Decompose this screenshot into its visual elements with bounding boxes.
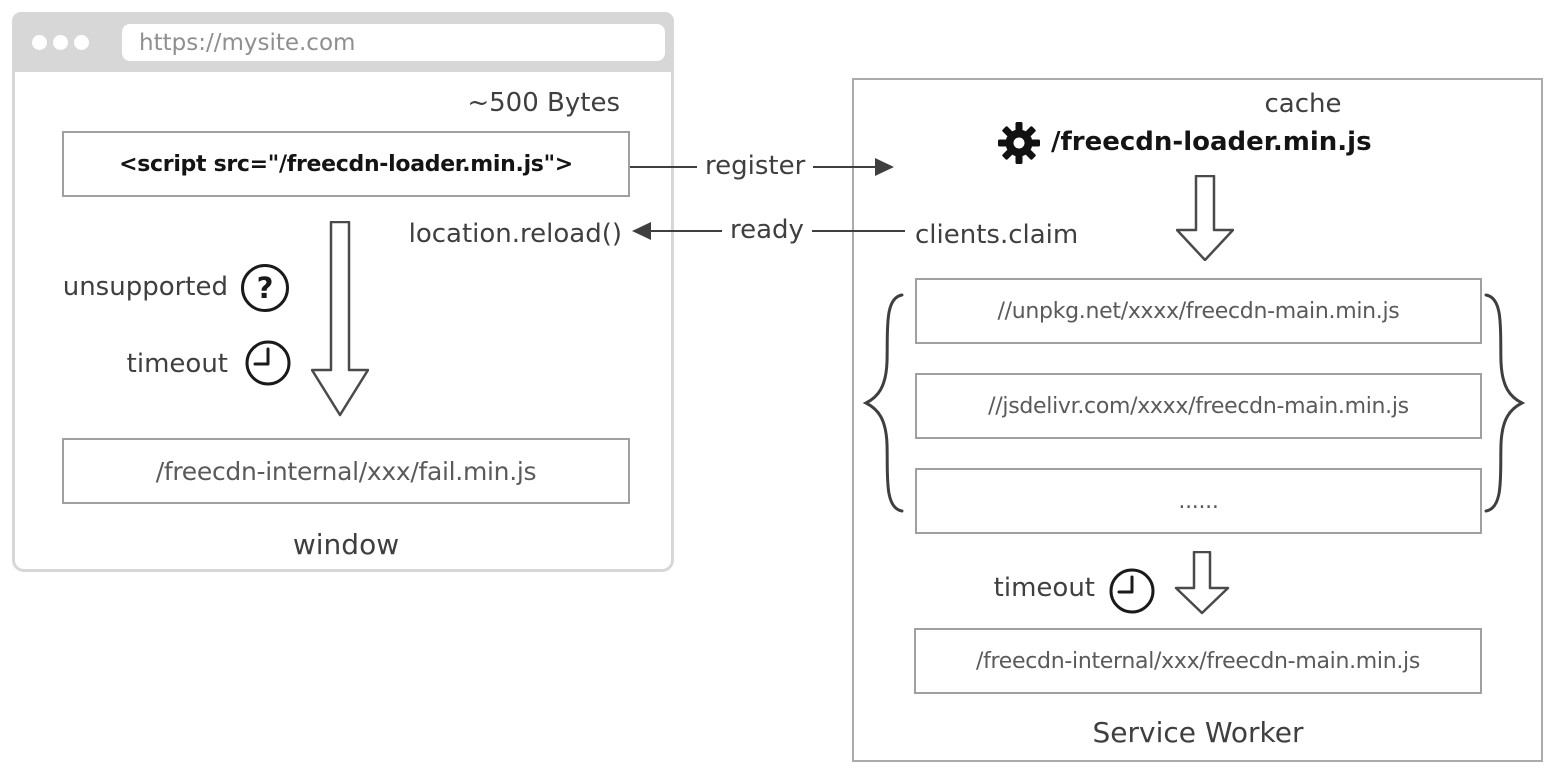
timeout-label: timeout	[993, 573, 1095, 603]
gear-icon	[998, 122, 1040, 164]
down-arrow-icon	[1174, 551, 1230, 615]
traffic-light-dot-icon	[53, 35, 68, 50]
timeout-label: timeout	[126, 349, 228, 379]
window-label: window	[292, 528, 400, 561]
fallback-path-text: /freecdn-internal/xxx/freecdn-main.min.j…	[975, 648, 1421, 674]
cdn-url-text: //jsdelivr.com/xxxx/freecdn-main.min.js	[988, 393, 1409, 419]
traffic-light-dot-icon	[74, 35, 89, 50]
size-label: ~500 Bytes	[467, 88, 620, 118]
loader-path-label: /freecdn-loader.min.js	[1051, 127, 1372, 157]
unsupported-label: unsupported	[62, 272, 228, 302]
cdn-url-text: //unpkg.net/xxxx/freecdn-main.min.js	[997, 298, 1400, 324]
question-mark-icon: ?	[241, 264, 289, 312]
cdn-url-text: ......	[1178, 488, 1219, 514]
clock-icon	[1109, 568, 1155, 614]
cdn-url-box: //unpkg.net/xxxx/freecdn-main.min.js	[915, 278, 1482, 344]
register-arrowhead-icon	[875, 158, 894, 176]
script-tag-text: <script src="/freecdn-loader.min.js">	[119, 151, 573, 177]
script-tag-box: <script src="/freecdn-loader.min.js">	[62, 131, 630, 197]
clients-claim-label: clients.claim	[915, 220, 1079, 250]
traffic-light-dot-icon	[32, 35, 47, 50]
register-arrow-label: register	[697, 151, 814, 181]
fail-path-text: /freecdn-internal/xxx/fail.min.js	[155, 456, 537, 486]
cdn-url-box: ......	[915, 468, 1482, 534]
down-arrow-icon	[1176, 175, 1234, 261]
ready-arrow-label: ready	[722, 215, 812, 245]
fail-path-box: /freecdn-internal/xxx/fail.min.js	[62, 438, 630, 504]
clock-icon	[245, 340, 291, 386]
location-reload-label: location.reload()	[408, 219, 622, 249]
address-bar-url: https://mysite.com	[139, 29, 356, 56]
cdn-url-box: //jsdelivr.com/xxxx/freecdn-main.min.js	[915, 373, 1482, 439]
left-brace-icon	[862, 293, 904, 513]
down-arrow-icon	[311, 221, 369, 417]
address-bar: https://mysite.com	[122, 24, 665, 61]
service-worker-label: Service Worker	[1092, 716, 1304, 749]
fallback-path-box: /freecdn-internal/xxx/freecdn-main.min.j…	[914, 628, 1482, 694]
cache-label: cache	[1264, 89, 1342, 119]
right-brace-icon	[1484, 293, 1526, 513]
ready-arrowhead-icon	[632, 222, 651, 240]
